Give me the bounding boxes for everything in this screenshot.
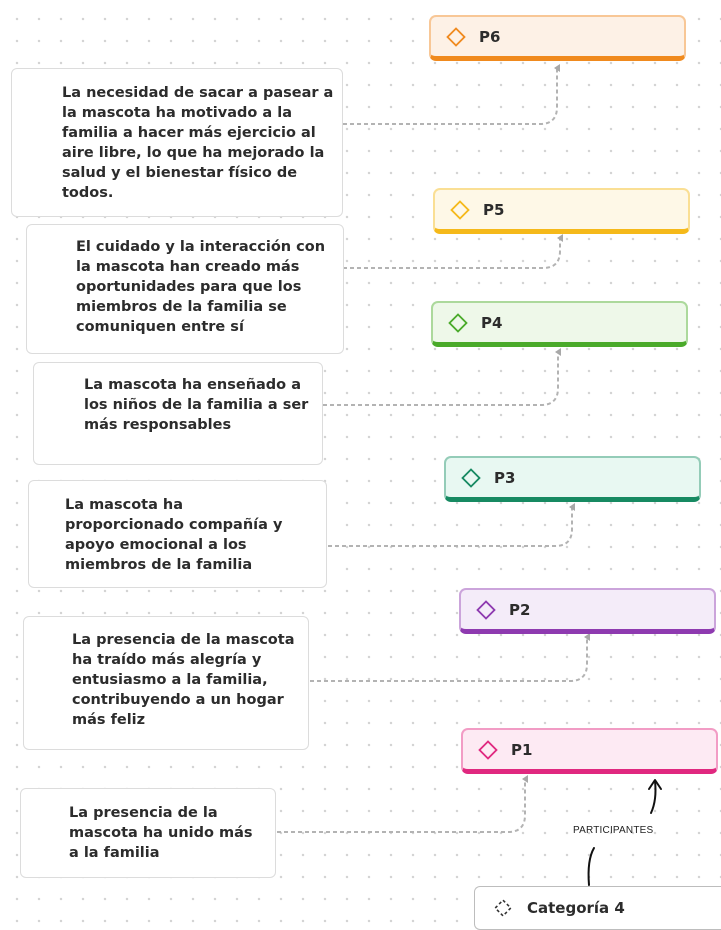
connector-p4 [323, 348, 561, 406]
diamond-icon [477, 739, 499, 761]
participant-card-p5[interactable]: P5 [433, 188, 690, 234]
note-line: La presencia de la [69, 805, 218, 821]
note-line: comuniquen entre sí [76, 319, 244, 335]
note-ejercicio[interactable]: La necesidad de sacar a pasear a la masc… [11, 68, 343, 217]
note-line: ha traído más alegría y [72, 652, 262, 668]
note-line: La mascota ha enseñado a [84, 377, 301, 393]
participant-label: P4 [481, 313, 503, 332]
participant-card-p3[interactable]: P3 [444, 456, 701, 502]
note-line: La necesidad de sacar a pasear a [62, 85, 334, 101]
note-union[interactable]: La presencia de la mascota ha unido más … [20, 788, 276, 878]
participant-card-p6[interactable]: P6 [429, 15, 686, 61]
diamond-icon [449, 199, 471, 221]
note-line: oportunidades para que los [76, 279, 302, 295]
connector-p6 [343, 64, 560, 125]
note-line: los niños de la familia a ser [84, 397, 309, 413]
connector-p1 [277, 775, 528, 833]
note-line: miembros de la familia [65, 557, 253, 573]
participant-label: P3 [494, 468, 516, 487]
note-line: la mascota han creado más [76, 259, 300, 275]
participant-label: P6 [479, 27, 501, 46]
participant-label: P1 [511, 740, 533, 759]
note-alegria[interactable]: La presencia de la mascota ha traído más… [23, 616, 309, 750]
dashed-diamond-icon [493, 898, 513, 918]
participant-label: P5 [483, 200, 505, 219]
diamond-icon [460, 467, 482, 489]
note-line: miembros de la familia se [76, 299, 287, 315]
note-line: más feliz [72, 712, 146, 728]
note-line: aire libre, lo que ha mejorado la [62, 145, 325, 161]
connector-p5 [343, 234, 563, 269]
handdrawn-arrow-up [650, 780, 657, 814]
note-responsables[interactable]: La mascota ha enseñado a los niños de la… [33, 362, 323, 465]
connector-p2 [310, 633, 590, 682]
participant-card-p2[interactable]: P2 [459, 588, 716, 634]
participant-card-p1[interactable]: P1 [461, 728, 718, 774]
category-label: Categoría 4 [527, 899, 625, 917]
note-line: familia a hacer más ejercicio al [62, 125, 316, 141]
note-line: todos. [62, 185, 114, 201]
note-line: La presencia de la mascota [72, 632, 295, 648]
note-line: a la familia [69, 845, 160, 861]
note-line: mascota ha unido más [69, 825, 253, 841]
note-line: La mascota ha [65, 497, 184, 513]
note-line: más responsables [84, 417, 232, 433]
note-line: El cuidado y la interacción con [76, 239, 326, 255]
connector-p3 [328, 503, 575, 547]
handdrawn-line-down [587, 847, 595, 886]
diamond-icon [445, 26, 467, 48]
diamond-icon [475, 599, 497, 621]
diamond-icon [447, 312, 469, 334]
note-line: la mascota ha motivado a la [62, 105, 292, 121]
participantes-annotation: PARTICIPANTES [573, 825, 654, 836]
note-line: contribuyendo a un hogar [72, 692, 284, 708]
participant-card-p4[interactable]: P4 [431, 301, 688, 347]
note-line: entusiasmo a la familia, [72, 672, 268, 688]
note-line: salud y el bienestar físico de [62, 165, 298, 181]
note-comunicacion[interactable]: El cuidado y la interacción con la masco… [26, 224, 344, 354]
note-compania[interactable]: La mascota ha proporcionado compañía y a… [28, 480, 327, 588]
note-line: apoyo emocional a los [65, 537, 247, 553]
category-card[interactable]: Categoría 4 [474, 886, 721, 930]
note-line: proporcionado compañía y [65, 517, 283, 533]
participant-label: P2 [509, 600, 531, 619]
